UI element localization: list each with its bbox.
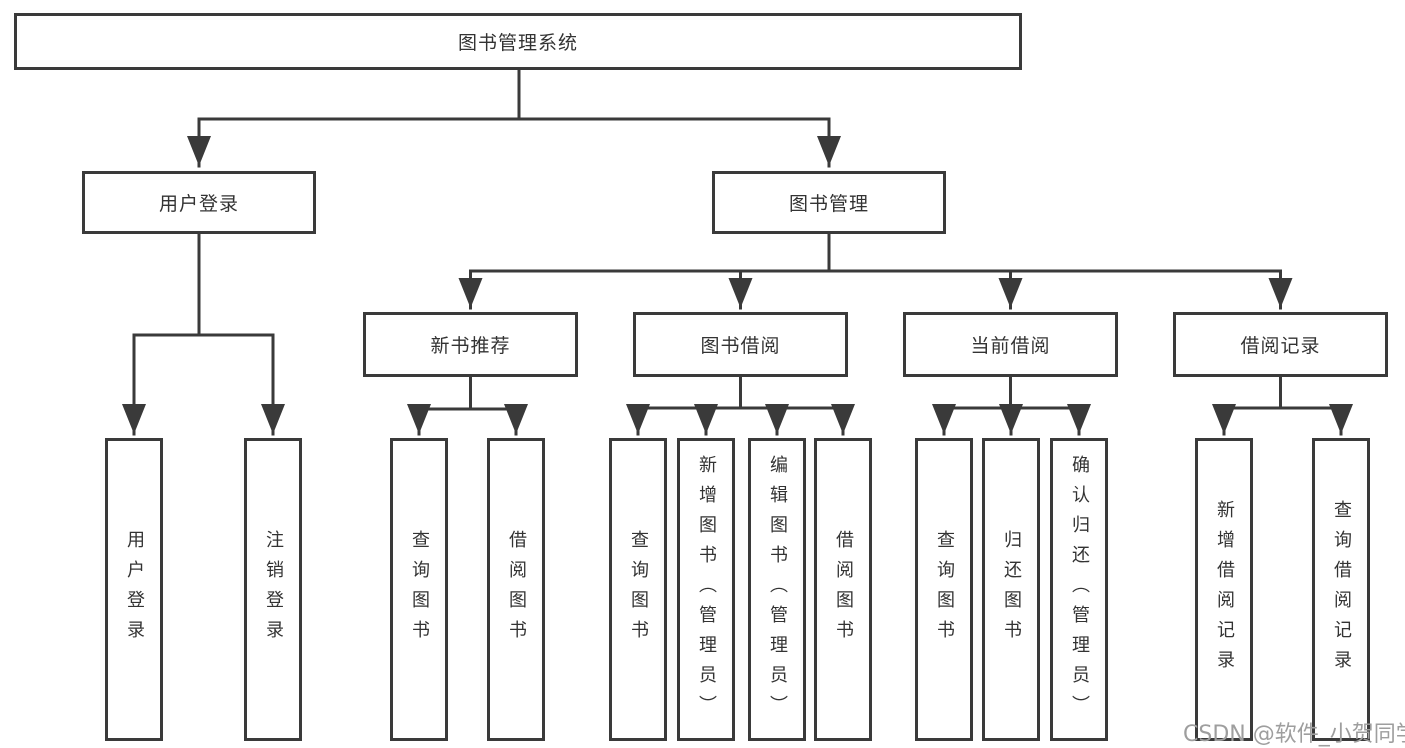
leaf-query-books-recommend: 查询图书 bbox=[390, 438, 448, 741]
edge-book-management-to-level3 bbox=[458, 232, 1293, 310]
node-library-system: 图书管理系统 bbox=[14, 13, 1022, 70]
edge-borrow-records-to-leaves bbox=[1212, 375, 1353, 436]
leaf-query-books-current: 查询图书 bbox=[915, 438, 973, 741]
edge-root-to-level2 bbox=[187, 68, 841, 168]
leaf-add-borrow-record: 新增借阅记录 bbox=[1195, 438, 1253, 741]
leaf-borrow-books-recommend: 借阅图书 bbox=[487, 438, 545, 741]
leaf-borrow-books-label: 借阅图书 bbox=[833, 529, 854, 650]
node-book-borrow: 图书借阅 bbox=[633, 312, 848, 377]
edge-user-login-to-leaves bbox=[122, 232, 285, 436]
leaf-edit-book-admin-label: 编辑图书（管理员） bbox=[767, 454, 788, 725]
leaf-add-borrow-record-label: 新增借阅记录 bbox=[1214, 499, 1235, 680]
leaf-borrow-books: 借阅图书 bbox=[814, 438, 872, 741]
leaf-user-login: 用户登录 bbox=[105, 438, 163, 741]
leaf-user-login-label: 用户登录 bbox=[124, 529, 145, 650]
watermark: CSDN @软件_小贺同学 bbox=[1183, 722, 1405, 747]
leaf-query-books-recommend-label: 查询图书 bbox=[409, 529, 430, 650]
leaf-logout: 注销登录 bbox=[244, 438, 302, 741]
edge-current-borrow-to-leaves bbox=[932, 375, 1091, 436]
leaf-confirm-return-admin-label: 确认归还（管理员） bbox=[1069, 454, 1090, 725]
leaf-query-borrow-record-label: 查询借阅记录 bbox=[1331, 499, 1352, 680]
leaf-query-books-borrow-label: 查询图书 bbox=[628, 529, 649, 650]
edge-book-borrow-to-leaves bbox=[626, 375, 855, 436]
leaf-confirm-return-admin: 确认归还（管理员） bbox=[1050, 438, 1108, 741]
edge-new-book-recommend-to-leaves bbox=[407, 375, 528, 436]
node-new-book-recommend: 新书推荐 bbox=[363, 312, 578, 377]
leaf-query-books-borrow: 查询图书 bbox=[609, 438, 667, 741]
leaf-edit-book-admin: 编辑图书（管理员） bbox=[748, 438, 806, 741]
leaf-query-borrow-record: 查询借阅记录 bbox=[1312, 438, 1370, 741]
leaf-query-books-current-label: 查询图书 bbox=[934, 529, 955, 650]
leaf-borrow-books-recommend-label: 借阅图书 bbox=[506, 529, 527, 650]
node-borrow-records: 借阅记录 bbox=[1173, 312, 1388, 377]
node-current-borrow: 当前借阅 bbox=[903, 312, 1118, 377]
leaf-return-books-label: 归还图书 bbox=[1001, 529, 1022, 650]
node-book-management: 图书管理 bbox=[712, 171, 946, 234]
leaf-return-books: 归还图书 bbox=[982, 438, 1040, 741]
leaf-logout-label: 注销登录 bbox=[263, 529, 284, 650]
leaf-add-book-admin: 新增图书（管理员） bbox=[677, 438, 735, 741]
leaf-add-book-admin-label: 新增图书（管理员） bbox=[696, 454, 717, 725]
node-user-login: 用户登录 bbox=[82, 171, 316, 234]
